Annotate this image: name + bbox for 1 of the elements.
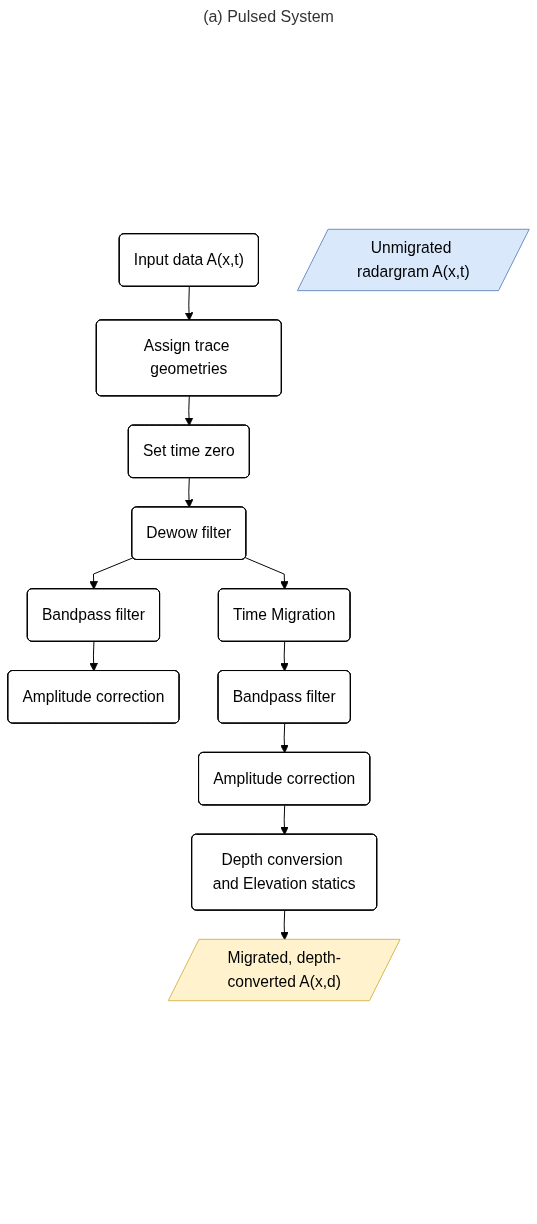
diagram-title: (a) Pulsed System [202, 8, 335, 26]
